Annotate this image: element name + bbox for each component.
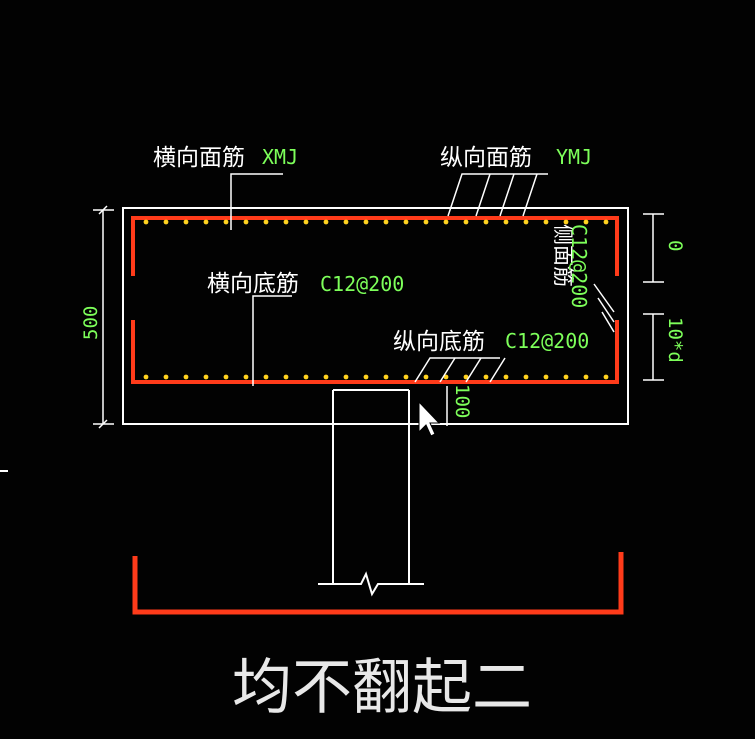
dim-cover: 100 (451, 384, 473, 418)
rebar-dot (403, 219, 409, 225)
rebar-dot (423, 219, 429, 225)
rebar-dot (303, 374, 309, 380)
rebar-dot (583, 219, 589, 225)
rebar-dot (223, 219, 229, 225)
label-bottom-longitudinal: 纵向底筋 (393, 329, 485, 355)
rebar-dot (303, 219, 309, 225)
rebar-dot (323, 219, 329, 225)
column-outline (318, 389, 424, 597)
rebar-dot (543, 374, 549, 380)
rebar-dot (183, 219, 189, 225)
label-top-transverse-code: XMJ (262, 145, 298, 169)
rebar-dot (603, 219, 609, 225)
rebar-dot (283, 374, 289, 380)
rebar-dot (503, 374, 509, 380)
rebar-dot (503, 219, 509, 225)
rebar-dot (543, 219, 549, 225)
rebar-dot (443, 219, 449, 225)
leader-lines (230, 173, 615, 386)
dim-top-offset: 0 (664, 240, 686, 251)
rebar-dot (403, 374, 409, 380)
label-side: 侧面筋 (551, 224, 575, 287)
rebar-dot (363, 374, 369, 380)
rebar-dot (463, 374, 469, 380)
rebar-dot (263, 219, 269, 225)
rebar-dot (423, 374, 429, 380)
rebar-dot (463, 219, 469, 225)
rebar-dot (163, 374, 169, 380)
label-top-longitudinal-code: YMJ (556, 145, 592, 169)
rebar-dot (203, 219, 209, 225)
rebar-dot (523, 374, 529, 380)
rebar-dots (143, 219, 609, 380)
slab-outline (122, 207, 629, 425)
rebar-lines (131, 216, 624, 615)
caption: 均不翻起二 (232, 653, 532, 723)
rebar-dot (143, 374, 149, 380)
rebar-dot (483, 374, 489, 380)
rebar-dot (483, 219, 489, 225)
label-bottom-transverse: 横向底筋 (207, 271, 299, 297)
rebar-dot (143, 219, 149, 225)
label-bottom-transverse-code: C12@200 (320, 272, 404, 296)
rebar-dot (323, 374, 329, 380)
dim-height: 500 (80, 306, 102, 340)
rebar-dot (163, 219, 169, 225)
rebar-dot (363, 219, 369, 225)
rebar-dot (223, 374, 229, 380)
rebar-dot (243, 374, 249, 380)
rebar-dot (523, 219, 529, 225)
rebar-dot (243, 219, 249, 225)
rebar-dot (343, 374, 349, 380)
rebar-dot (383, 219, 389, 225)
rebar-dot (563, 219, 569, 225)
label-side-code: C12@200 (567, 224, 591, 308)
rebar-dot (383, 374, 389, 380)
rebar-dot (183, 374, 189, 380)
rebar-dot (443, 374, 449, 380)
rebar-dot (203, 374, 209, 380)
rebar-dot (563, 374, 569, 380)
rebar-dot (583, 374, 589, 380)
dimension-lines (93, 205, 664, 429)
rebar-dot (603, 374, 609, 380)
label-bottom-longitudinal-code: C12@200 (505, 329, 589, 353)
mouse-cursor-icon (418, 400, 441, 437)
label-top-transverse: 横向面筋 (153, 145, 245, 171)
rebar-dot (343, 219, 349, 225)
label-top-longitudinal: 纵向面筋 (440, 145, 532, 171)
dim-side-anchor: 10*d (664, 317, 686, 363)
rebar-dot (283, 219, 289, 225)
rebar-dot (263, 374, 269, 380)
